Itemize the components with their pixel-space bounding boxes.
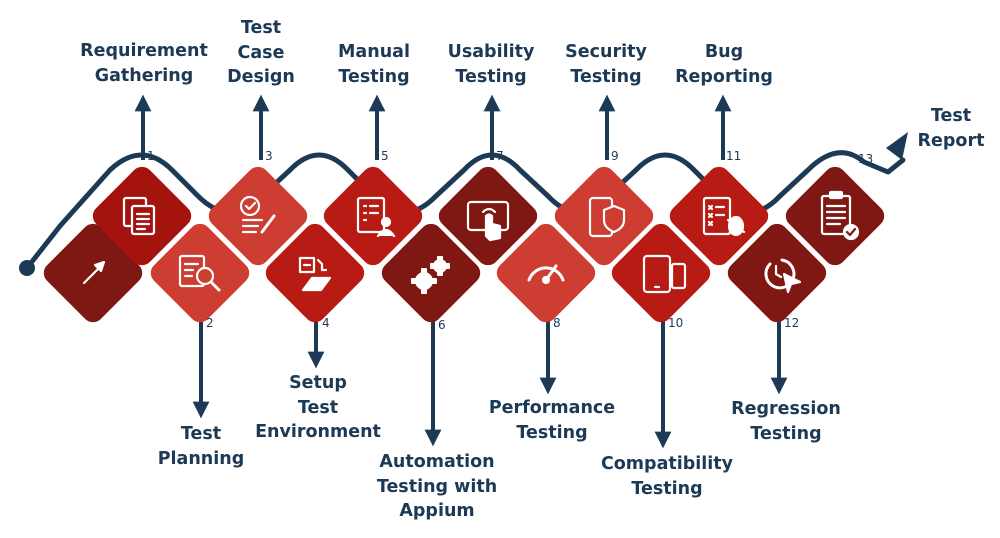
step-number-7: 7 xyxy=(496,149,504,163)
step-number-10: 10 xyxy=(668,316,684,330)
calculator-stairs-icon xyxy=(298,256,332,292)
step-label-13: Test Report xyxy=(917,106,985,151)
step-number-5: 5 xyxy=(381,149,389,163)
step-label-9: Security Testing xyxy=(565,42,647,87)
step-number-3: 3 xyxy=(265,149,273,163)
checklist-pencil-icon xyxy=(239,195,276,234)
step-label-5: Manual Testing xyxy=(338,42,410,87)
step-label-10: Compatibility Testing xyxy=(600,454,734,499)
final-arrowhead xyxy=(886,132,908,160)
tile-8 xyxy=(496,223,596,323)
tile-3 xyxy=(208,166,308,266)
step-label-3: Test Case Design xyxy=(227,18,295,87)
checklist-person-icon xyxy=(356,196,396,238)
start-dot xyxy=(19,260,35,276)
step-number-9: 9 xyxy=(611,149,619,163)
clock-cursor-icon xyxy=(764,258,802,294)
step-label-4: Setup Test Environment xyxy=(255,373,381,442)
documents-icon xyxy=(122,196,156,236)
speedometer-icon xyxy=(527,264,565,285)
step-number-2: 2 xyxy=(206,316,214,330)
tile-icons xyxy=(82,190,860,294)
tile-5 xyxy=(323,166,423,266)
tile-10 xyxy=(611,223,711,323)
step-number-8: 8 xyxy=(553,316,561,330)
step-label-11: Bug Reporting xyxy=(675,42,773,87)
phone-shield-icon xyxy=(588,196,626,238)
tablet-touch-icon xyxy=(466,200,510,242)
step-number-4: 4 xyxy=(322,316,330,330)
diamond-tiles xyxy=(43,166,885,323)
step-label-8: Performance Testing xyxy=(488,398,616,443)
bug-checklist-icon xyxy=(702,196,746,237)
step-label-1: Requirement Gathering xyxy=(80,41,208,86)
step-number-13: 13 xyxy=(858,152,874,166)
tile-4 xyxy=(265,223,365,323)
step-label-2: Test Planning xyxy=(157,424,245,469)
gears-icon xyxy=(411,256,450,294)
step-number-11: 11 xyxy=(726,149,742,163)
step-label-6: Automation Testing with Appium xyxy=(376,452,498,521)
document-search-icon xyxy=(178,254,221,292)
devices-icon xyxy=(642,254,687,294)
step-label-12: Regression Testing xyxy=(731,399,841,444)
step-number-12: 12 xyxy=(784,316,800,330)
step-number-6: 6 xyxy=(438,318,446,332)
step-number-1: 1 xyxy=(147,149,155,163)
step-label-7: Usability Testing xyxy=(447,42,535,87)
tile-6 xyxy=(381,223,481,323)
clipboard-check-icon xyxy=(820,190,860,241)
tile-13 xyxy=(785,166,885,266)
arrow-icon xyxy=(82,260,106,285)
